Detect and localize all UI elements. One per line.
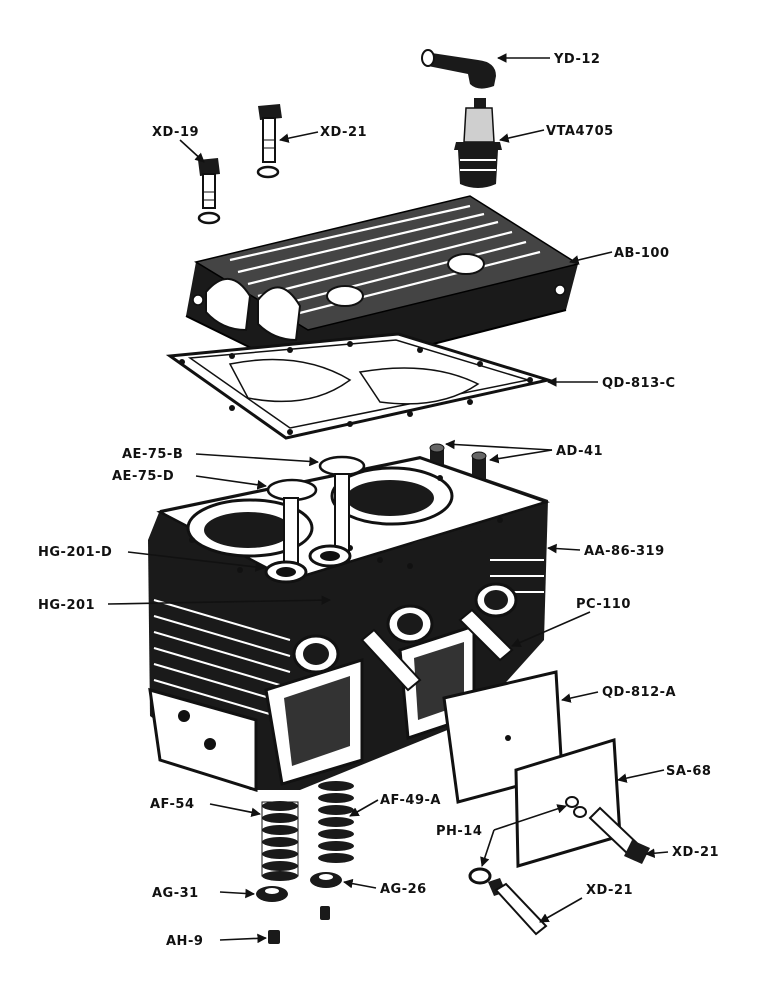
valve-spring-af54-part: [261, 801, 299, 881]
label-pc-110: PC-110: [576, 597, 631, 612]
label-ph-14: PH-14: [436, 824, 482, 839]
leader-lines: [107, 53, 669, 944]
label-ad-41: AD-41: [556, 444, 603, 459]
label-sa-68: SA-68: [666, 764, 711, 779]
label-hg-201: HG-201: [38, 598, 95, 613]
label-xd-21-top: XD-21: [320, 125, 367, 140]
label-ab-100: AB-100: [614, 246, 670, 261]
label-ag-31: AG-31: [152, 886, 199, 901]
bolt-xd21-top-part: [256, 104, 282, 179]
spark-plug-part: [454, 98, 502, 188]
spark-plug-elbow-part: [421, 49, 496, 89]
exhaust-valve-part: [264, 478, 318, 584]
label-ag-26: AG-26: [380, 882, 427, 897]
label-vta4705: VTA4705: [546, 124, 614, 139]
label-af-54: AF-54: [150, 797, 195, 812]
valve-key-part: [320, 906, 330, 920]
bolt-xd21-right-part: [588, 806, 650, 864]
label-qd-812-a: QD-812-A: [602, 685, 676, 700]
cylinder-head-cover-part: [185, 195, 580, 378]
bolt-xd21-bottom-part: [488, 878, 548, 936]
intake-valve-part: [308, 455, 366, 568]
valve-spring-af49a-part: [318, 781, 354, 863]
label-xd-21-right: XD-21: [672, 845, 719, 860]
valve-key-ah9-part: [268, 930, 280, 944]
label-yd-12: YD-12: [553, 52, 600, 67]
head-gasket-part: [165, 332, 554, 440]
spring-retainer-ag31-part: [256, 886, 288, 902]
label-af-49-a: AF-49-A: [380, 793, 441, 808]
label-xd-19: XD-19: [152, 125, 199, 140]
label-ae-75-d: AE-75-D: [112, 469, 174, 484]
label-qd-813-c: QD-813-C: [602, 376, 676, 391]
spring-retainer-ag26-part: [310, 872, 342, 888]
label-ae-75-b: AE-75-B: [122, 447, 183, 462]
tube-pc110-part: [360, 608, 514, 692]
label-xd-21-bottom: XD-21: [586, 883, 633, 898]
label-hg-201-d: HG-201-D: [38, 545, 112, 560]
bolt-xd19-part: [197, 158, 221, 225]
label-aa-86-319: AA-86-319: [584, 544, 665, 559]
label-ah-9: AH-9: [166, 934, 203, 949]
washer-ph14-part: [468, 867, 492, 885]
